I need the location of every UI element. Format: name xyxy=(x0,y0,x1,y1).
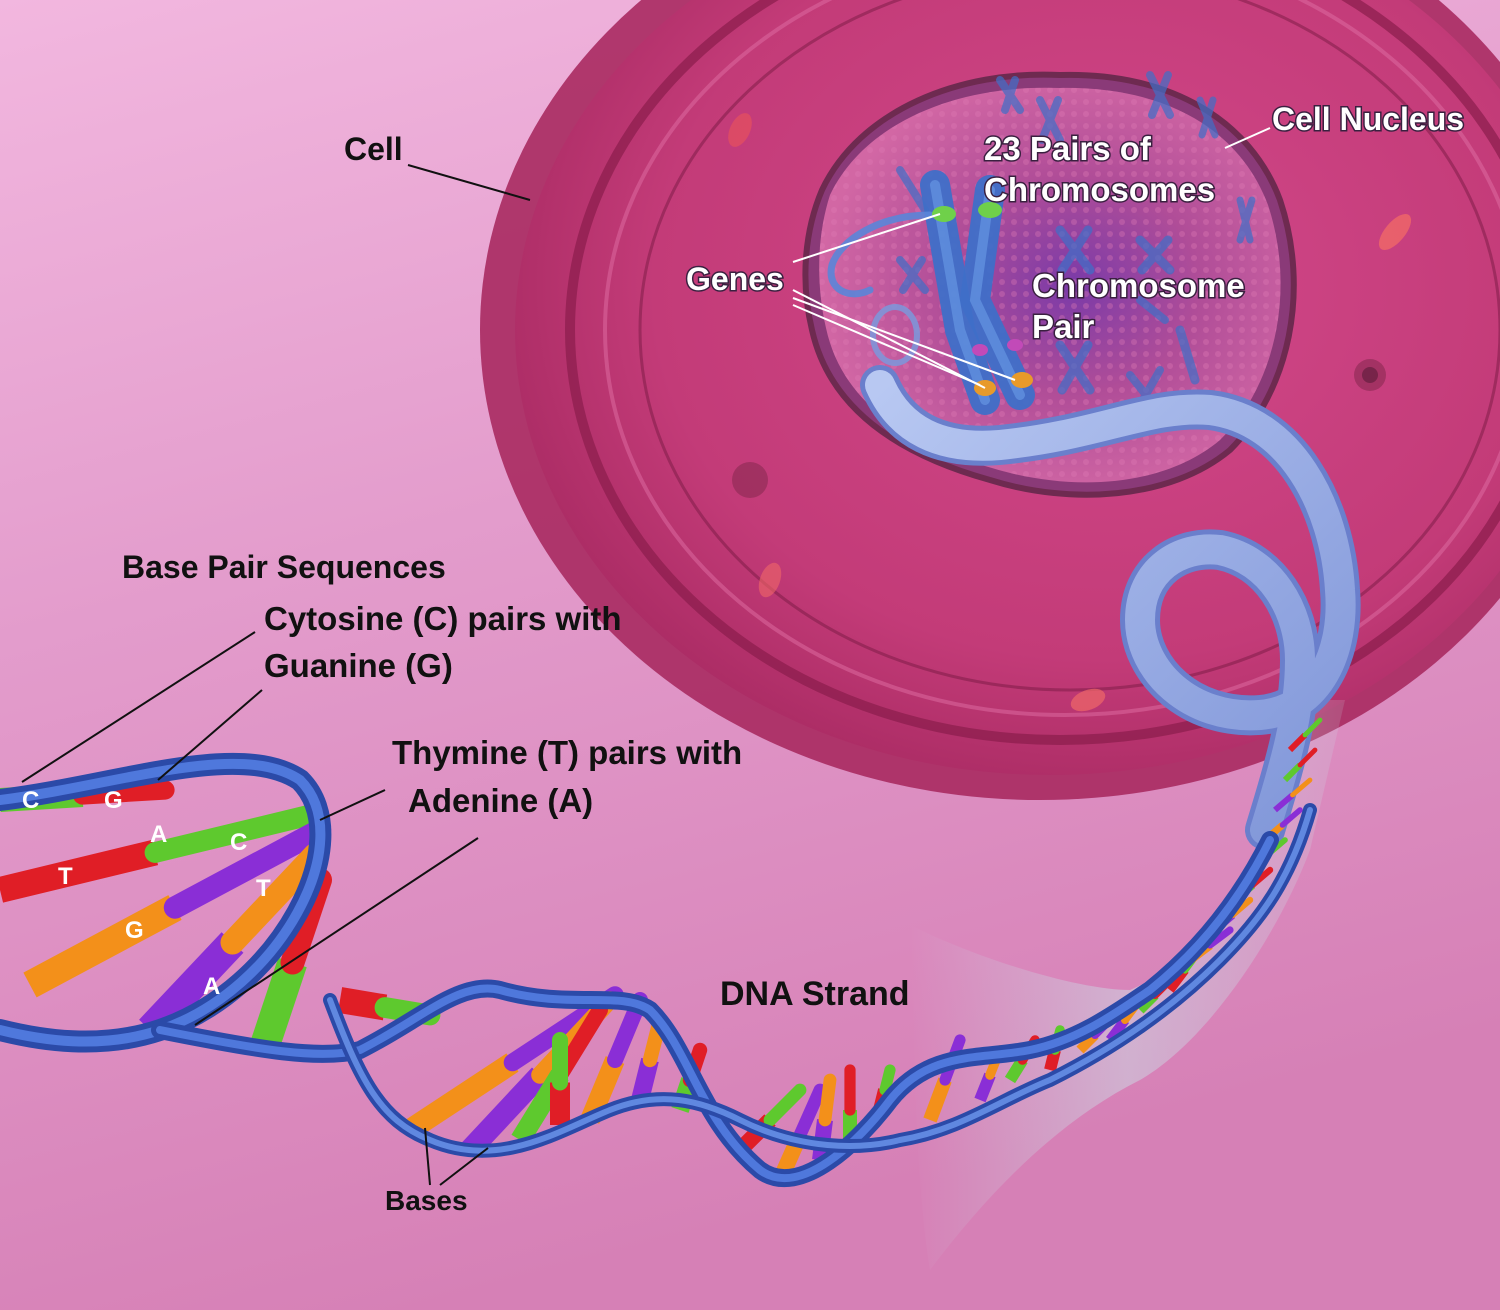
base-letter: A xyxy=(203,973,220,1000)
label-base-pair-sequences: Base Pair Sequences xyxy=(122,549,446,585)
base-half xyxy=(1273,792,1295,813)
base-half xyxy=(139,932,244,1041)
leader-adenine xyxy=(194,837,479,1026)
base-half xyxy=(144,804,321,863)
base-half xyxy=(0,839,159,903)
dna-glow xyxy=(910,700,1345,1270)
labels: Cell Cell Nucleus 23 Pairs of Chromosome… xyxy=(122,100,1466,1217)
base-letter: T xyxy=(256,875,271,902)
base-half xyxy=(1106,1017,1129,1043)
leader-nucleus xyxy=(1224,127,1271,149)
base-half xyxy=(879,1064,896,1096)
dna-coil-tube xyxy=(860,365,1361,850)
label-cytosine-line2: Guanine (G) xyxy=(264,647,453,684)
leader-guanine xyxy=(157,689,263,781)
label-dna-strand: DNA Strand xyxy=(720,975,910,1013)
base-half xyxy=(220,843,327,955)
leader-bases-1 xyxy=(424,1127,431,1186)
base-half xyxy=(163,818,332,919)
dna-backbone xyxy=(0,752,1317,1187)
chromosomes xyxy=(827,71,1256,415)
label-chromosomes-line1: 23 Pairs of xyxy=(984,130,1152,167)
base-half xyxy=(818,1073,837,1127)
base-half xyxy=(763,1083,807,1127)
leader-cell xyxy=(407,164,531,201)
base-letter: G xyxy=(104,787,123,814)
base-half xyxy=(403,1053,519,1140)
leader-genes-2 xyxy=(792,289,986,389)
base-half xyxy=(1282,762,1303,783)
base-letter: T xyxy=(58,863,73,890)
label-genes: Genes xyxy=(686,261,784,297)
base-half xyxy=(1302,717,1323,738)
base-half xyxy=(23,895,182,998)
base-half xyxy=(461,1067,549,1158)
label-chromosome-pair-line2: Pair xyxy=(1032,308,1095,345)
base-half xyxy=(250,957,307,1050)
base-half xyxy=(1206,926,1234,949)
label-bases: Bases xyxy=(385,1185,468,1216)
base-half xyxy=(793,1083,827,1142)
leader-genes-1 xyxy=(792,213,941,263)
base-letter: C xyxy=(22,787,39,814)
leader-cytosine xyxy=(21,631,256,783)
leader-lines xyxy=(21,127,1271,1186)
label-cytosine-line1: Cytosine (C) pairs with xyxy=(264,600,622,637)
leader-genes-4 xyxy=(792,297,1016,381)
leader-bases-2 xyxy=(439,1147,489,1186)
gene-markers xyxy=(932,202,1033,396)
label-cell-nucleus: Cell Nucleus xyxy=(1272,101,1464,137)
base-half xyxy=(1290,777,1313,798)
base-letter: C xyxy=(230,829,247,856)
leader-thymine xyxy=(319,789,386,821)
leader-genes-3 xyxy=(792,304,981,386)
base-letters: C G A T C G T A xyxy=(22,787,271,1000)
base-half xyxy=(923,1077,952,1123)
label-cell: Cell xyxy=(344,131,403,167)
base-letter: G xyxy=(125,917,144,944)
label-thymine-line1: Thymine (T) pairs with xyxy=(392,734,742,771)
base-half xyxy=(1279,807,1303,828)
base-half xyxy=(1297,747,1318,768)
label-thymine-line2: Adenine (A) xyxy=(408,782,593,819)
base-letter: A xyxy=(150,821,167,848)
label-chromosome-pair-line1: Chromosome xyxy=(1032,267,1245,304)
base-half xyxy=(1287,732,1308,753)
label-chromosomes-line2: Chromosomes xyxy=(984,171,1215,208)
